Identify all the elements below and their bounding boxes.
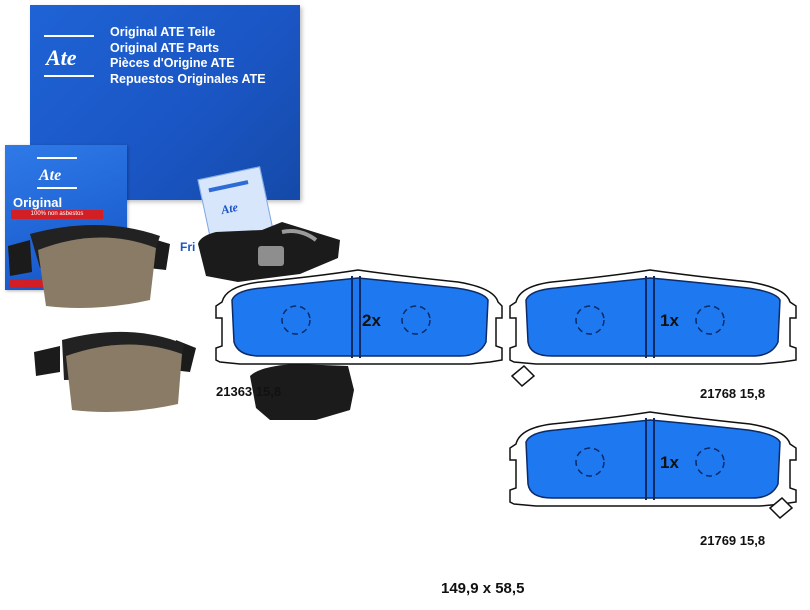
box-line-fr: Pièces d'Origine ATE bbox=[110, 56, 235, 70]
diagram-1-quantity: 2x bbox=[362, 311, 381, 330]
diagram-3-quantity: 1x bbox=[660, 453, 679, 472]
svg-text:Ate: Ate bbox=[38, 167, 61, 184]
pad-photo-3 bbox=[198, 222, 340, 282]
diagram-2-part-label: 21768 15,8 bbox=[700, 386, 766, 401]
small-box-label: Original bbox=[13, 195, 63, 210]
svg-text:Ate: Ate bbox=[219, 200, 240, 218]
pad-photo-1 bbox=[8, 224, 170, 308]
ate-logo-icon: Ate bbox=[219, 200, 240, 218]
leaflet-text: Fri bbox=[180, 240, 196, 254]
svg-text:Ate: Ate bbox=[44, 45, 77, 70]
box-line-de: Original ATE Teile bbox=[110, 25, 216, 39]
pad-photo-4 bbox=[250, 364, 354, 420]
pad-diagram-1x-bottom bbox=[509, 411, 797, 520]
ate-logo-icon: Ate bbox=[44, 35, 94, 77]
pad-dimensions: 149,9 x 58,5 bbox=[441, 580, 525, 597]
small-box-red-strip bbox=[10, 279, 50, 287]
diagram-2-quantity: 1x bbox=[660, 311, 679, 330]
box-text-lines: Original ATE Teile Original ATE Parts Pi… bbox=[110, 25, 266, 87]
box-line-en: Original ATE Parts bbox=[110, 40, 220, 55]
small-box-band: 100% non asbestos bbox=[11, 210, 103, 219]
diagram-3-part-label: 21769 15,8 bbox=[700, 533, 766, 548]
box-line-es: Repuestos Originales ATE bbox=[110, 71, 266, 86]
ate-logo-icon: Ate bbox=[37, 157, 77, 189]
pad-diagram-2x bbox=[215, 269, 503, 365]
pad-diagram-1x-top bbox=[509, 269, 797, 388]
ate-leaflet: Ate bbox=[197, 166, 277, 258]
pad-photo-2 bbox=[34, 331, 196, 412]
diagram-1-part-label: 21363 15,8 bbox=[216, 384, 282, 399]
